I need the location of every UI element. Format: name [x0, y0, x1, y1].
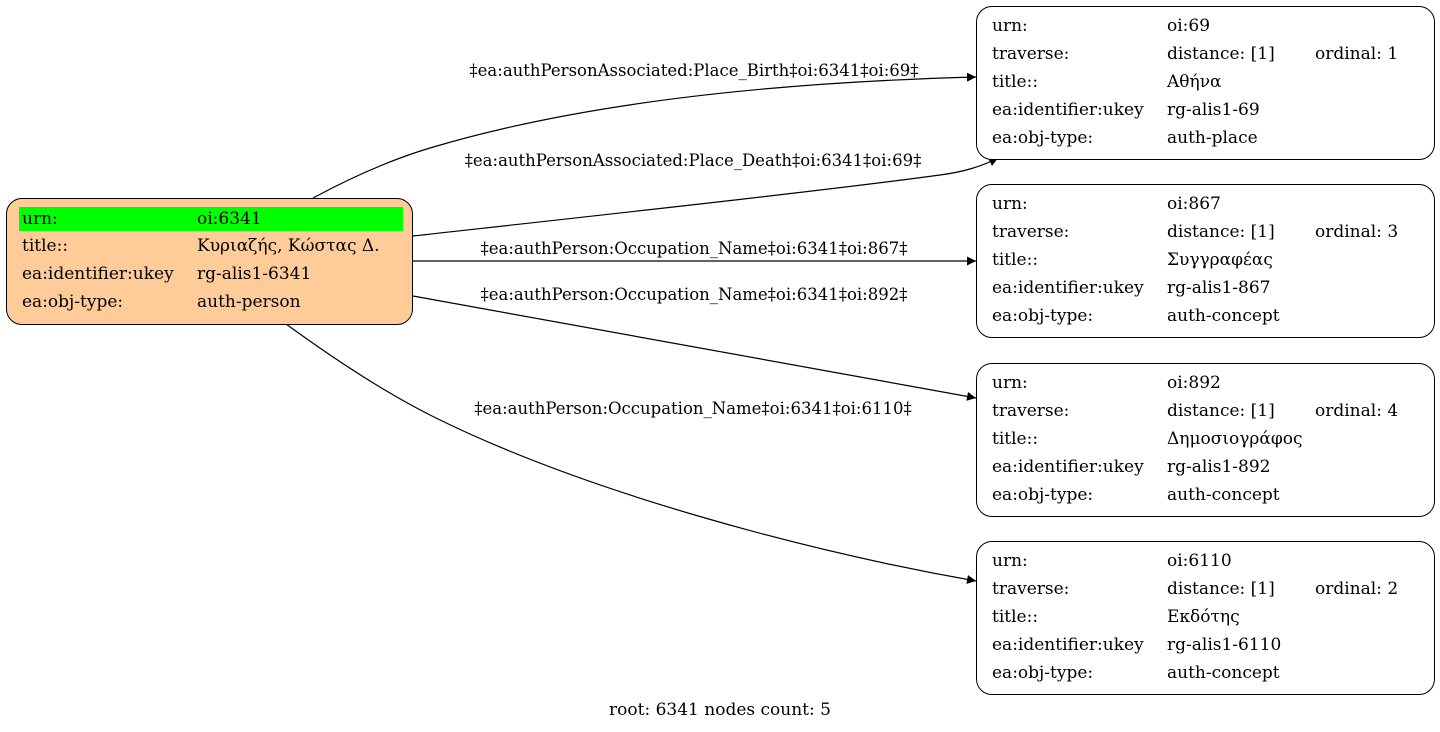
- root-urn-key: urn:: [19, 207, 194, 231]
- node-ukey-value: rg-alis1-892: [1167, 457, 1271, 477]
- node-traverse-key: traverse:: [992, 222, 1070, 242]
- node-type-key: ea:obj-type:: [992, 485, 1094, 505]
- node-distance-value: distance: [1]: [1167, 222, 1275, 242]
- edge-occupation-6110-label: ‡ea:authPerson:Occupation_Name‡oi:6341‡o…: [474, 399, 911, 418]
- node-ukey-value: rg-alis1-6110: [1167, 635, 1282, 655]
- edge-place-birth-line: [312, 72, 977, 199]
- root-type-value: auth-person: [197, 292, 301, 312]
- node-urn-value: oi:6110: [1167, 551, 1232, 571]
- edge-place-birth-label: ‡ea:authPersonAssociated:Place_Birth‡oi:…: [469, 61, 918, 80]
- node-urn-key: urn:: [992, 373, 1028, 393]
- node-ukey-value: rg-alis1-867: [1167, 278, 1271, 298]
- node-urn-value: oi:69: [1167, 16, 1211, 36]
- node-distance-value: distance: [1]: [1167, 401, 1275, 421]
- node-urn-value: oi:867: [1167, 194, 1221, 214]
- node-ukey-key: ea:identifier:ukey: [992, 635, 1144, 655]
- node-title-key: title::: [992, 250, 1039, 270]
- root-ukey-key: ea:identifier:ukey: [22, 264, 174, 284]
- edge-occupation-6110-line: [285, 323, 977, 584]
- edge-occupation-892-label: ‡ea:authPerson:Occupation_Name‡oi:6341‡o…: [481, 285, 908, 304]
- node-distance-value: distance: [1]: [1167, 579, 1275, 599]
- edge-place-birth: ‡ea:authPersonAssociated:Place_Birth‡oi:…: [312, 61, 977, 199]
- node-ordinal-value: ordinal: 3: [1315, 222, 1399, 242]
- node-title-key: title::: [992, 607, 1039, 627]
- node-traverse-key: traverse:: [992, 44, 1070, 64]
- node-oi-892[interactable]: urn: oi:892 traverse: distance: [1] ordi…: [976, 363, 1435, 517]
- edge-occupation-6110: ‡ea:authPerson:Occupation_Name‡oi:6341‡o…: [285, 323, 977, 584]
- graph-footer: root: 6341 nodes count: 5: [609, 700, 831, 720]
- node-oi-69[interactable]: urn: oi:69 traverse: distance: [1] ordin…: [976, 6, 1435, 160]
- node-title-value: Αθήνα: [1167, 72, 1222, 92]
- node-ordinal-value: ordinal: 2: [1315, 579, 1399, 599]
- node-type-value: auth-place: [1167, 128, 1258, 148]
- root-title-value: Κυριαζής, Κώστας Δ.: [197, 236, 380, 256]
- node-title-value: Δημοσιογράφος: [1167, 429, 1303, 449]
- node-urn-key: urn:: [992, 194, 1028, 214]
- node-ukey-key: ea:identifier:ukey: [992, 100, 1144, 120]
- node-traverse-key: traverse:: [992, 579, 1070, 599]
- node-title-value: Εκδότης: [1167, 607, 1240, 627]
- edge-place-death-label: ‡ea:authPersonAssociated:Place_Death‡oi:…: [465, 151, 922, 170]
- root-title-key: title::: [22, 236, 69, 256]
- node-title-key: title::: [992, 429, 1039, 449]
- root-node[interactable]: urn: oi:6341 title:: Κυριαζής, Κώστας Δ.…: [6, 198, 413, 325]
- node-urn-key: urn:: [992, 551, 1028, 571]
- node-type-key: ea:obj-type:: [992, 306, 1094, 326]
- node-ukey-key: ea:identifier:ukey: [992, 457, 1144, 477]
- node-urn-value: oi:892: [1167, 373, 1221, 393]
- node-title-key: title::: [992, 72, 1039, 92]
- node-ukey-value: rg-alis1-69: [1167, 100, 1260, 120]
- edge-occupation-892-line: [412, 295, 977, 401]
- edge-place-death: ‡ea:authPersonAssociated:Place_Death‡oi:…: [412, 151, 999, 237]
- node-ordinal-value: ordinal: 1: [1315, 44, 1399, 64]
- node-oi-6110[interactable]: urn: oi:6110 traverse: distance: [1] ord…: [976, 541, 1435, 695]
- node-ukey-key: ea:identifier:ukey: [992, 278, 1144, 298]
- node-oi-867[interactable]: urn: oi:867 traverse: distance: [1] ordi…: [976, 184, 1435, 338]
- root-type-key: ea:obj-type:: [22, 292, 124, 312]
- node-traverse-key: traverse:: [992, 401, 1070, 421]
- root-ukey-value: rg-alis1-6341: [197, 264, 312, 284]
- node-type-value: auth-concept: [1167, 663, 1280, 683]
- edge-place-death-line: [412, 157, 999, 237]
- root-urn-value: oi:6341: [194, 207, 403, 231]
- edge-occupation-867-label: ‡ea:authPerson:Occupation_Name‡oi:6341‡o…: [481, 239, 908, 258]
- node-type-key: ea:obj-type:: [992, 663, 1094, 683]
- edge-occupation-867: ‡ea:authPerson:Occupation_Name‡oi:6341‡o…: [413, 239, 976, 266]
- node-distance-value: distance: [1]: [1167, 44, 1275, 64]
- node-type-value: auth-concept: [1167, 306, 1280, 326]
- node-urn-key: urn:: [992, 16, 1028, 36]
- node-type-value: auth-concept: [1167, 485, 1280, 505]
- node-type-key: ea:obj-type:: [992, 128, 1094, 148]
- edge-occupation-892: ‡ea:authPerson:Occupation_Name‡oi:6341‡o…: [412, 285, 977, 401]
- node-ordinal-value: ordinal: 4: [1315, 401, 1399, 421]
- node-title-value: Συγγραφέας: [1167, 250, 1273, 270]
